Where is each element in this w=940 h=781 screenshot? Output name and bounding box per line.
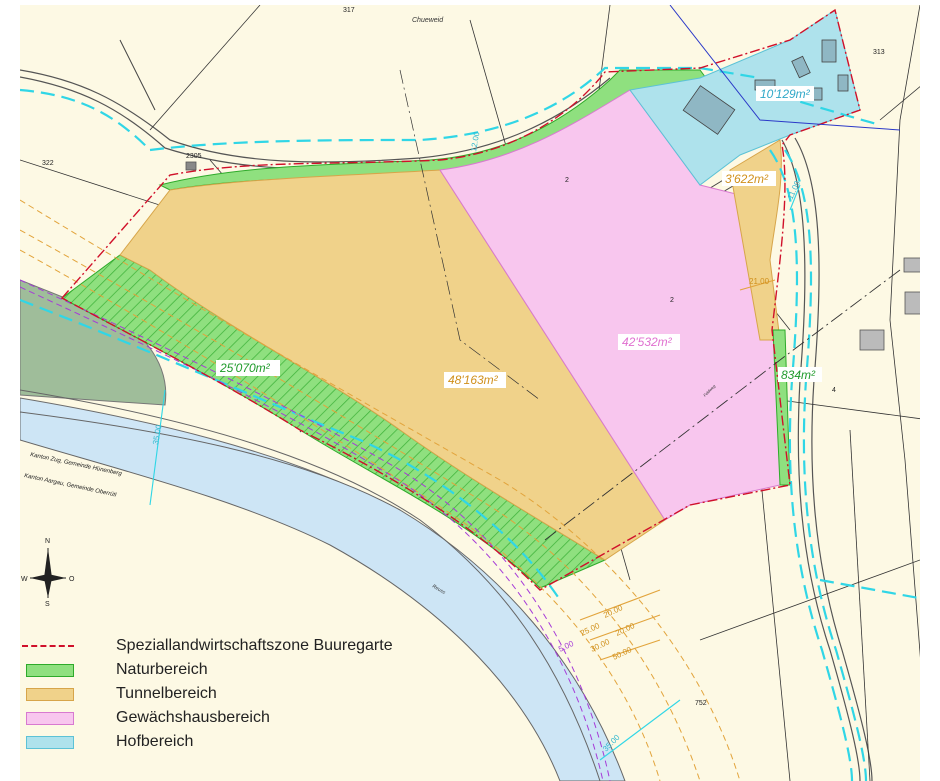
road-river-bank — [20, 389, 601, 781]
dimension-lines — [149, 184, 801, 761]
survey-line-2 — [399, 69, 541, 401]
area-naturbereich-small: 834m² — [781, 368, 816, 382]
buildings-east — [185, 161, 920, 351]
legend-swatch-greenhouse — [26, 711, 74, 725]
legend-label-hof: Hofbereich — [116, 733, 194, 750]
parcel-2-a: 2 — [565, 177, 569, 184]
area-naturbereich-large: 25'070m² — [219, 361, 271, 375]
legend-label-natur: Naturbereich — [116, 661, 208, 678]
zone-boundary — [60, 8, 861, 591]
dim-12: 12.00 — [469, 131, 481, 153]
dimension-lines-orange — [579, 279, 776, 661]
compass-s: S — [45, 601, 50, 608]
legend-swatch-tunnel — [26, 687, 74, 701]
legend-item-boundary: Speziallandwirtschaftszone Buuregarte — [22, 634, 442, 658]
compass-o: O — [69, 576, 75, 583]
compass-w: W — [21, 576, 28, 583]
legend-boundary-line — [22, 645, 74, 647]
zone-tunnelbereich — [119, 169, 666, 561]
legend-swatch-hof — [26, 735, 74, 749]
legend-label-tunnel: Tunnelbereich — [116, 685, 217, 702]
area-tunnelbereich: 48'163m² — [448, 373, 499, 387]
area-gewaechshausbereich: 42'532m² — [622, 335, 673, 349]
area-tunnelbereich-small: 3'622m² — [725, 172, 769, 186]
dim-35-west: 35.00 — [151, 424, 163, 446]
place-chueweid: Chueweid — [412, 17, 444, 24]
zone-tunnelbereich-small — [729, 139, 782, 341]
cyan-dashed-lines — [20, 66, 920, 781]
legend-item-greenhouse: Gewächshausbereich — [22, 706, 442, 730]
parcel-2-b: 2 — [670, 297, 674, 304]
parcel-322: 322 — [42, 160, 54, 167]
legend-item-tunnel: Tunnelbereich — [22, 682, 442, 706]
legend-item-hof: Hofbereich — [22, 730, 442, 754]
dim-21: 21.00 — [749, 277, 770, 286]
legend-label-boundary: Speziallandwirtschaftszone Buuregarte — [116, 637, 393, 654]
area-hofbereich: 10'129m² — [760, 87, 811, 101]
area-labels: 25'070m² 48'163m² 42'532m² 10'129m² 3'62… — [216, 86, 822, 388]
parcel-2305: 2305 — [186, 153, 202, 160]
legend: Speziallandwirtschaftszone Buuregarte Na… — [22, 634, 442, 754]
survey-line — [544, 269, 901, 541]
compass-n: N — [45, 538, 50, 545]
buffer-lines — [20, 199, 741, 781]
road-north — [20, 69, 611, 163]
parcel-4: 4 — [832, 387, 836, 394]
parcel-313: 313 — [873, 49, 885, 56]
parcel-number-labels: 317 313 322 2305 2 2 4 752 — [42, 7, 885, 707]
legend-item-natur: Naturbereich — [22, 658, 442, 682]
legend-label-greenhouse: Gewächshausbereich — [116, 709, 270, 726]
blue-boundary-line — [669, 5, 901, 131]
parcel-752: 752 — [695, 700, 707, 707]
parcel-317: 317 — [343, 7, 355, 14]
road-east-2 — [794, 137, 873, 781]
legend-swatch-natur — [26, 663, 74, 677]
north-arrow: N S W O — [21, 538, 75, 608]
road-east — [781, 139, 861, 781]
